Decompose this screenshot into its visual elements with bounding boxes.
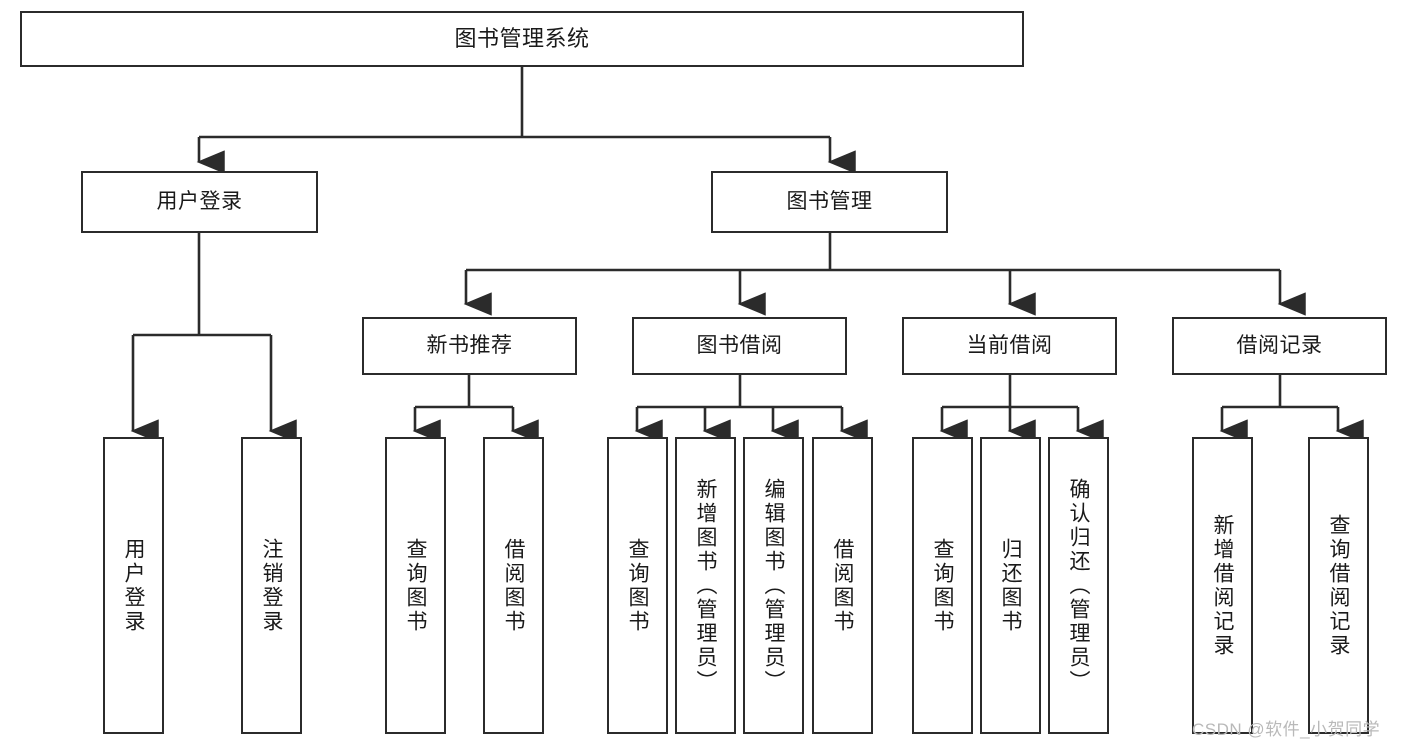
leaf-query-books-current[interactable]: 查询图书 <box>912 437 973 734</box>
node-label: 注销登录 <box>260 537 283 634</box>
leaf-query-books-recommend[interactable]: 查询图书 <box>385 437 446 734</box>
csdn-watermark: CSDN @软件_小贺同学 <box>1192 720 1381 739</box>
node-label: 查询图书 <box>626 537 649 634</box>
leaf-query-books-borrow[interactable]: 查询图书 <box>607 437 668 734</box>
node-label: 查询借阅记录 <box>1327 513 1350 658</box>
node-label: 新增图书（管理员） <box>694 477 717 694</box>
leaf-add-book-admin[interactable]: 新增图书（管理员） <box>675 437 736 734</box>
node-borrowing-record[interactable]: 借阅记录 <box>1172 317 1387 375</box>
node-label: 新增借阅记录 <box>1211 513 1234 658</box>
leaf-query-borrow-record[interactable]: 查询借阅记录 <box>1308 437 1369 734</box>
node-label: 借阅图书 <box>831 537 854 634</box>
node-label: 图书借阅 <box>696 333 783 357</box>
node-current-borrowing[interactable]: 当前借阅 <box>902 317 1117 375</box>
node-label: 借阅记录 <box>1236 333 1323 357</box>
node-label: 用户登录 <box>156 189 243 213</box>
node-root-book-management-system[interactable]: 图书管理系统 <box>20 11 1024 67</box>
leaf-logout[interactable]: 注销登录 <box>241 437 302 734</box>
node-label: 查询图书 <box>404 537 427 634</box>
node-label: 图书管理系统 <box>454 26 590 52</box>
node-label: 当前借阅 <box>966 333 1053 357</box>
node-label: 确认归还（管理员） <box>1067 477 1090 694</box>
node-user-login[interactable]: 用户登录 <box>81 171 318 233</box>
node-book-management[interactable]: 图书管理 <box>711 171 948 233</box>
node-label: 借阅图书 <box>502 537 525 634</box>
node-label: 用户登录 <box>122 537 145 634</box>
leaf-borrow-books[interactable]: 借阅图书 <box>812 437 873 734</box>
node-book-borrowing[interactable]: 图书借阅 <box>632 317 847 375</box>
leaf-edit-book-admin[interactable]: 编辑图书（管理员） <box>743 437 804 734</box>
leaf-confirm-return-admin[interactable]: 确认归还（管理员） <box>1048 437 1109 734</box>
leaf-return-books[interactable]: 归还图书 <box>980 437 1041 734</box>
node-label: 编辑图书（管理员） <box>762 477 785 694</box>
leaf-borrow-books-recommend[interactable]: 借阅图书 <box>483 437 544 734</box>
node-label: 图书管理 <box>786 189 873 213</box>
node-label: 查询图书 <box>931 537 954 634</box>
node-label: 新书推荐 <box>426 333 513 357</box>
leaf-user-login[interactable]: 用户登录 <box>103 437 164 734</box>
leaf-add-borrow-record[interactable]: 新增借阅记录 <box>1192 437 1253 734</box>
node-label: 归还图书 <box>999 537 1022 634</box>
node-new-book-recommendation[interactable]: 新书推荐 <box>362 317 577 375</box>
